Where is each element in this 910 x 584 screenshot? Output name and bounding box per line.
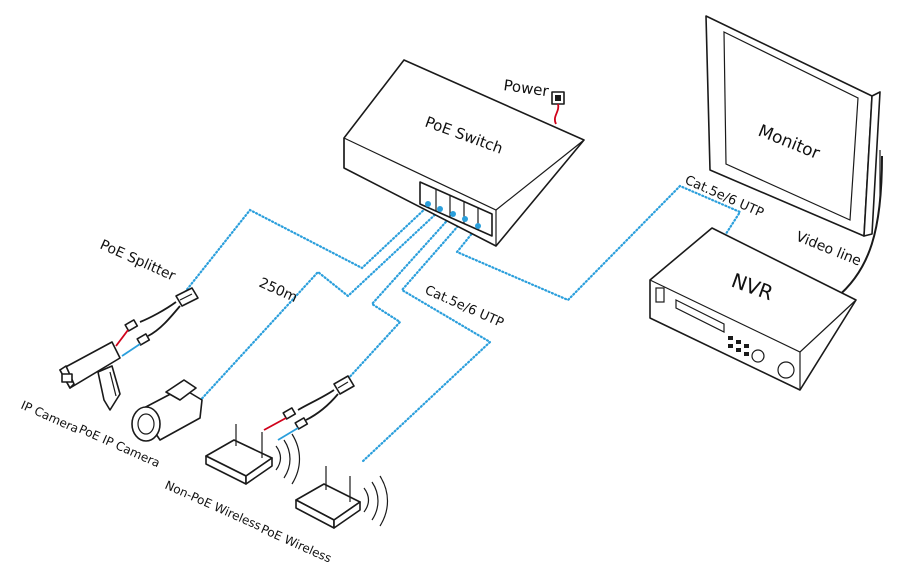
label-ip-camera: IP Camera (19, 398, 81, 436)
poe-splitter-wireless (263, 375, 355, 441)
power-socket-icon (551, 91, 565, 125)
label-video-line: Video line (794, 229, 864, 270)
cable-poe-wireless (360, 216, 492, 464)
poe-switch (343, 59, 585, 247)
label-power: Power (502, 76, 550, 100)
wifi-signal-icon (275, 433, 301, 485)
cable-poe-ip-camera (194, 208, 442, 407)
cable-ip-camera (183, 204, 430, 294)
label-cat-mid: Cat.5e/6 UTP (422, 283, 506, 331)
non-poe-wireless-icon (205, 424, 301, 485)
monitor (705, 15, 881, 237)
nvr-buttons (728, 336, 749, 356)
poe-splitter-camera (115, 287, 199, 357)
video-line-cable (835, 155, 883, 299)
switch-ports (419, 181, 493, 237)
cable-non-poe-wireless (344, 212, 455, 383)
ip-camera-icon (59, 341, 121, 411)
cable-nvr (455, 184, 742, 302)
label-poe-splitter: PoE Splitter (97, 237, 177, 285)
poe-ip-camera-icon (131, 379, 203, 442)
poe-wireless-icon (295, 466, 389, 529)
wifi-signal-icon (363, 475, 389, 527)
ethernet-cables (183, 184, 742, 464)
label-poe-wireless: PoE Wireless (259, 522, 334, 566)
label-distance: 250m (256, 275, 299, 306)
label-non-poe-wireless: Non-PoE Wireless (163, 478, 264, 533)
nvr (649, 227, 857, 391)
